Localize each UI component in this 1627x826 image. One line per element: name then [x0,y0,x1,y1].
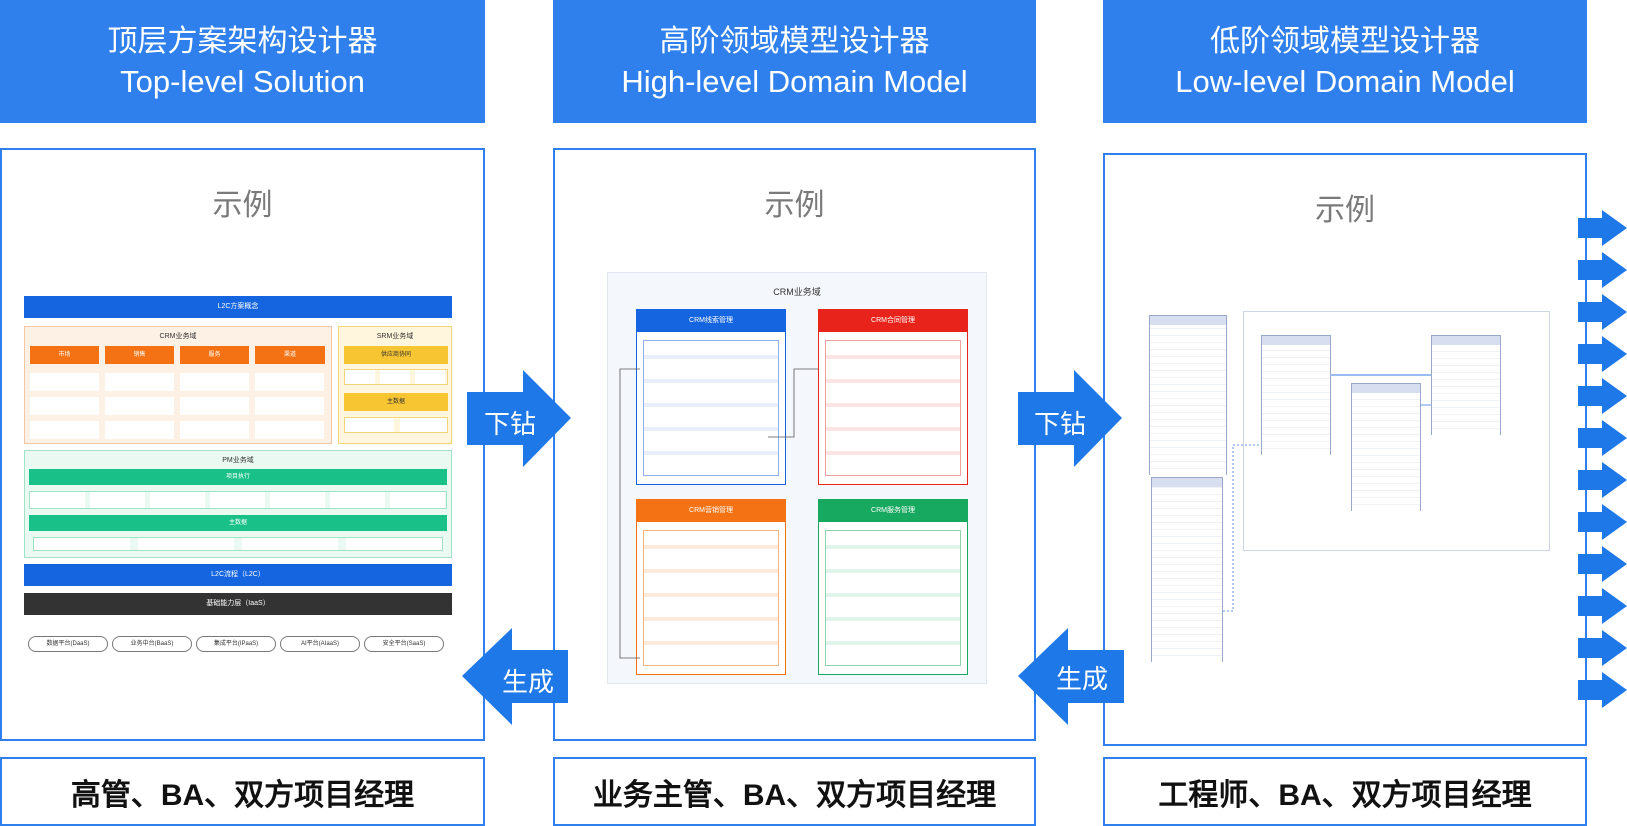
crm-head: 销售 [105,346,174,364]
column-header-low-level: 低阶领域模型设计器 Low-level Domain Model [1103,0,1587,123]
pm-grid [33,537,443,551]
generate-arrow [462,628,568,725]
crm-head: 市场 [30,346,99,364]
chevron-arrow [1578,462,1627,498]
srm-grid [344,417,448,433]
column-title-en: Low-level Domain Model [1175,63,1515,99]
srm-chevrons [344,369,448,385]
role-label-top-level: 高管、BA、双方项目经理 [0,757,485,826]
column-title-cn: 高阶领域模型设计器 [659,24,930,58]
diagram-bar: L2C流程（L2C） [24,564,452,586]
drill-down-label: 下钻 [484,409,537,439]
generate-label: 生成 [502,667,555,697]
chevron-arrow [1578,210,1627,246]
entity-table [1261,335,1331,455]
pm-bar: 主数据 [29,515,447,531]
column-title-cn: 低阶领域模型设计器 [1210,24,1480,58]
column-title-cn: 顶层方案架构设计器 [107,24,378,58]
platform-pill: 集成平台(IPaaS) [196,636,276,652]
entity-table [1431,335,1501,435]
pm-zone: PM业务域 项目执行 主数据 [24,450,452,558]
top-level-solution-diagram: L2C方案概念 CRM业务域 市场 销售 服务 渠道 SRM业务域 供应商协同 … [24,296,452,656]
crm-head: 服务 [180,346,249,364]
low-level-domain-diagram [1133,295,1563,665]
zone-title: CRM业务域 [159,333,197,340]
relation-lines [1223,374,1431,612]
domain-block-title: CRM合同管理 [819,310,967,332]
drill-down-arrow [467,370,571,467]
chevron-arrow [1578,630,1627,666]
pm-chevrons [29,491,447,509]
diagram-title: CRM业务域 [773,287,821,297]
example-label: 示例 [212,189,273,222]
crm-zone: CRM业务域 市场 销售 服务 渠道 [24,326,332,444]
role-label-low-level: 工程师、BA、双方项目经理 [1103,757,1587,826]
platform-pill: 数据平台(DaaS) [28,636,108,652]
generate-label: 生成 [1056,664,1109,694]
example-label: 示例 [1315,194,1375,227]
generate-arrow [1018,628,1124,725]
chevron-arrow [1578,378,1627,414]
domain-block-title: CRM营销管理 [637,500,785,522]
zone-title: PM业务域 [222,457,254,464]
high-level-domain-diagram: CRM业务域 CRM线索管理 CRM合同管理 CRM营销管理 CRM服务管理 [607,272,987,684]
column-header-top-level: 顶层方案架构设计器 Top-level Solution [0,0,485,123]
domain-block: CRM合同管理 [818,309,968,485]
block-body [643,340,779,476]
chevron-arrow [1578,504,1627,540]
diagram-bar: L2C方案概念 [24,296,452,318]
domain-block: CRM服务管理 [818,499,968,675]
chevron-arrow [1578,294,1627,330]
crm-grid [30,367,325,439]
chevron-arrow [1578,546,1627,582]
srm-head: 供应商协同 [344,346,448,364]
entity-table [1351,383,1421,511]
drill-down-arrow [1018,370,1122,467]
block-body [643,530,779,666]
role-label-high-level: 业务主管、BA、双方项目经理 [553,757,1036,826]
chevron-arrow [1578,420,1627,456]
zone-title: SRM业务域 [376,333,414,340]
crm-head: 渠道 [255,346,325,364]
column-header-high-level: 高阶领域模型设计器 High-level Domain Model [553,0,1036,123]
block-body [825,340,961,476]
output-chevrons [1578,210,1627,708]
chevron-arrow [1578,336,1627,372]
platform-pill: AI平台(AIaaS) [280,636,360,652]
chevron-arrow [1578,672,1627,708]
example-label: 示例 [764,189,825,222]
domain-block: CRM线索管理 [636,309,786,485]
connector-lines [619,368,818,659]
platform-pill: 安全平台(SaaS) [364,636,444,652]
chevron-arrow [1578,588,1627,624]
entity-table [1151,477,1223,662]
diagram-bar: 基础能力层（IaaS） [24,593,452,615]
srm-sub: 主数据 [344,393,448,411]
column-title-en: Top-level Solution [120,63,365,99]
domain-block-title: CRM线索管理 [637,310,785,332]
entity-table [1149,315,1227,475]
domain-block: CRM营销管理 [636,499,786,675]
block-body [825,530,961,666]
domain-block-title: CRM服务管理 [819,500,967,522]
pm-bar: 项目执行 [29,469,447,485]
chevron-arrow [1578,252,1627,288]
column-title-en: High-level Domain Model [621,63,968,99]
srm-zone: SRM业务域 供应商协同 主数据 [338,326,452,444]
drill-down-label: 下钻 [1034,409,1087,439]
platform-pill: 业务中台(BaaS) [112,636,192,652]
